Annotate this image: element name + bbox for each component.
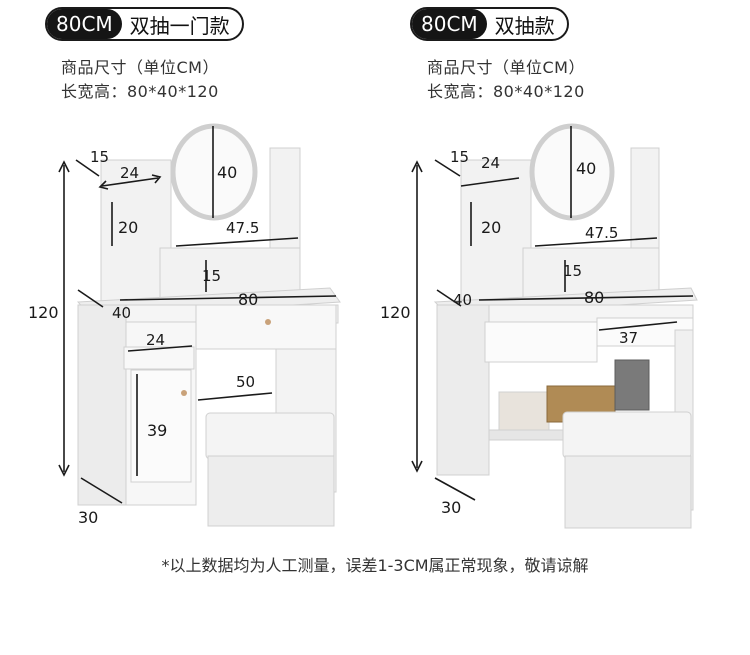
left-dim-40a: 40 xyxy=(217,163,237,182)
left-dim-30: 30 xyxy=(78,508,98,527)
left-dim-total-height: 120 xyxy=(28,303,59,322)
right-dim-total-height: 120 xyxy=(380,303,411,322)
right-badge-name: 双抽款 xyxy=(494,13,555,38)
right-dim-20: 20 xyxy=(481,218,501,237)
right-spec-dims: 长宽高：80*40*120 xyxy=(427,82,585,101)
left-badge-name: 双抽一门款 xyxy=(129,13,230,38)
left-dim-39: 39 xyxy=(147,421,167,440)
left-dim-40b: 40 xyxy=(112,304,131,322)
right-dim-24a: 24 xyxy=(481,154,500,172)
left-vanity-diagram: 120 xyxy=(28,123,341,527)
right-badge-size: 80CM xyxy=(412,9,487,39)
left-dim-47-5: 47.5 xyxy=(226,219,259,237)
left-variant-badge: 80CM 双抽一门款 xyxy=(45,7,244,41)
right-dim-47-5: 47.5 xyxy=(585,224,618,242)
right-vanity-diagram: 120 15 24 40 20 47.5 15 80 40 xyxy=(380,123,698,529)
right-dim-40b: 40 xyxy=(453,291,472,309)
right-dim-15b: 15 xyxy=(563,262,582,280)
left-spec: 商品尺寸（单位CM） 长宽高：80*40*120 xyxy=(61,56,219,104)
left-dim-50: 50 xyxy=(236,373,255,391)
left-dim-80: 80 xyxy=(238,290,258,309)
footer-note: *以上数据均为人工测量，误差1-3CM属正常现象，敬请谅解 xyxy=(161,556,589,575)
left-badge-size: 80CM xyxy=(47,9,122,39)
left-dim-15b: 15 xyxy=(202,267,221,285)
left-spec-title: 商品尺寸（单位CM） xyxy=(61,58,219,77)
right-dim-37: 37 xyxy=(619,329,638,347)
left-dim-20: 20 xyxy=(118,218,138,237)
left-dim-24a: 24 xyxy=(120,164,139,182)
left-dim-24b: 24 xyxy=(146,331,165,349)
right-spec-title: 商品尺寸（单位CM） xyxy=(427,58,585,77)
right-dim-80: 80 xyxy=(584,288,604,307)
right-spec: 商品尺寸（单位CM） 长宽高：80*40*120 xyxy=(427,56,585,104)
left-dim-15a: 15 xyxy=(90,148,109,166)
right-dim-40a: 40 xyxy=(576,159,596,178)
left-spec-dims: 长宽高：80*40*120 xyxy=(61,82,219,101)
right-variant-badge: 80CM 双抽款 xyxy=(410,7,569,41)
right-dim-15a: 15 xyxy=(450,148,469,166)
right-dim-30: 30 xyxy=(441,498,461,517)
